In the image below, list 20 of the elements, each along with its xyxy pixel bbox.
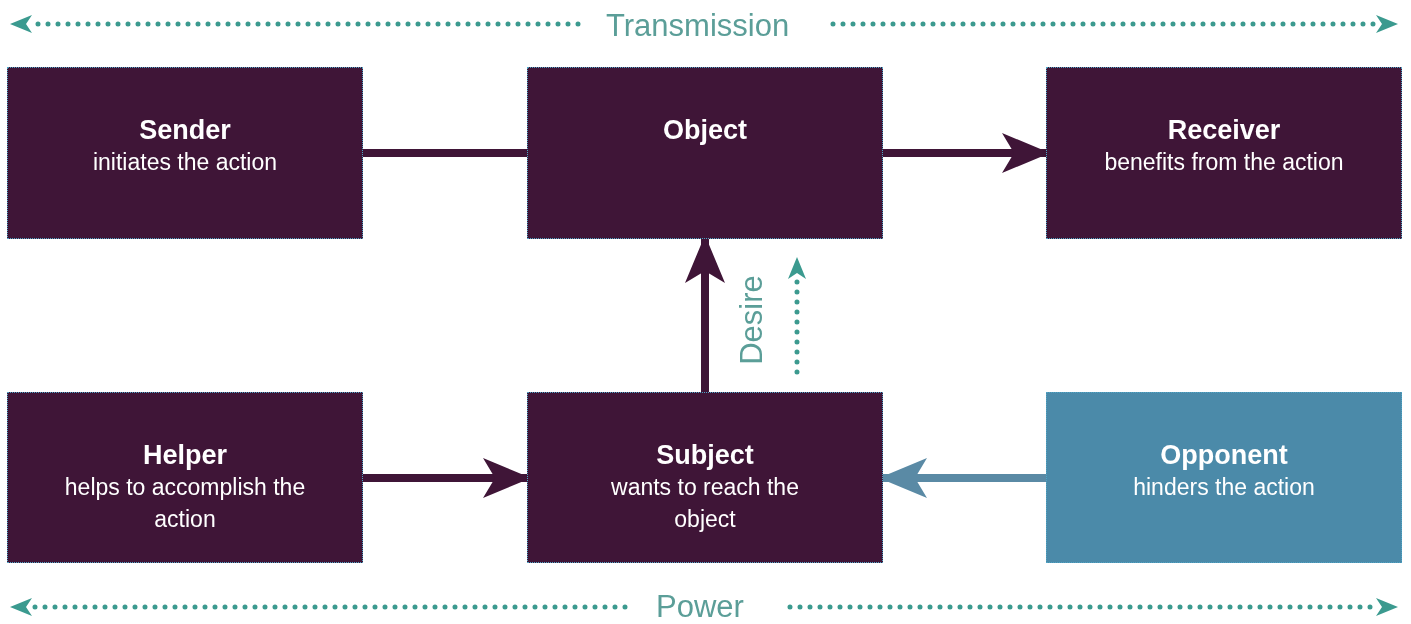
role-title: Helper (142, 439, 227, 471)
role-title: Sender (139, 114, 231, 146)
role-box (7, 67, 363, 239)
role-box (7, 392, 363, 563)
role-box (527, 392, 883, 563)
role-description: wants to reach the object (610, 473, 800, 534)
axis-label: Transmission (606, 8, 790, 44)
role-box (1046, 67, 1402, 239)
role-title: Receiver (1167, 114, 1281, 146)
axis-label: Power (656, 589, 744, 624)
role-description: benefits from the action (1104, 148, 1344, 177)
role-description: initiates the action (92, 148, 278, 177)
role-title: Object (663, 114, 747, 146)
role-box (527, 67, 883, 239)
role-description: hinders the action (1133, 473, 1315, 502)
role-title: Opponent (1160, 439, 1288, 471)
axis-label: Desire (733, 275, 770, 365)
role-description: helps to accomplish the action (63, 473, 307, 534)
role-box (1046, 392, 1402, 563)
role-title: Subject (656, 439, 754, 471)
